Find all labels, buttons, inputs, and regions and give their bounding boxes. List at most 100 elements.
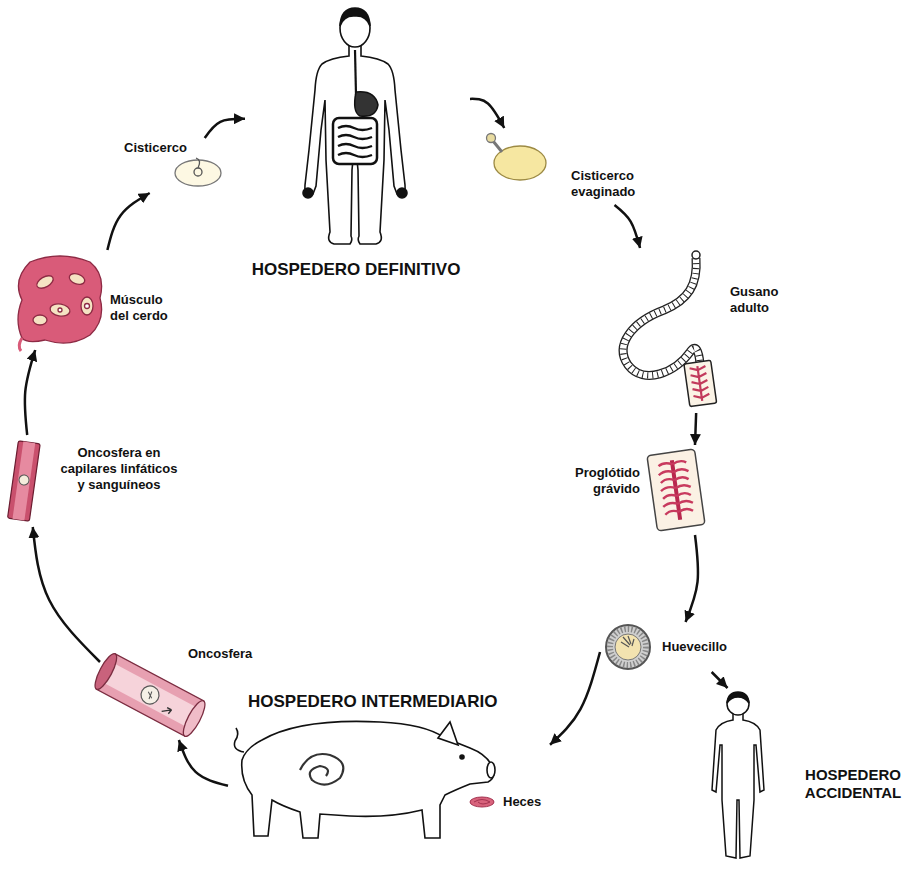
stage-label: Proglótido grávido: [560, 465, 640, 497]
cysticercus: [175, 160, 221, 186]
stage-label: Heces: [503, 794, 541, 810]
egg: [606, 625, 650, 669]
cycle-arrow: [712, 672, 728, 688]
cycle-arrow: [686, 535, 699, 622]
parasite-stage: Cisticerco: [120, 138, 230, 193]
stage-label: Gusano adulto: [730, 284, 796, 316]
digestive-tract: [333, 50, 378, 164]
parasite-stage: Oncosfera en capilares linfáticos y sang…: [5, 435, 190, 527]
cysticercus: [175, 158, 221, 186]
parasite-stage: Gusano adulto: [612, 248, 799, 413]
intestine-tube: [138, 683, 162, 707]
pig: [242, 721, 494, 838]
pig-muscle: [19, 338, 22, 351]
cysticercus: [194, 168, 202, 176]
egg: [615, 634, 641, 660]
host-stage: HOSPEDERO DEFINITIVO: [245, 2, 470, 287]
adult-worm: [623, 258, 700, 375]
human-figure: [340, 9, 370, 47]
stage-label: Oncosfera: [188, 646, 258, 662]
egg: [621, 636, 634, 647]
human-figure: [303, 8, 407, 244]
host-stage: HOSPEDERO ACCIDENTAL: [700, 688, 912, 863]
capillary: [18, 474, 29, 485]
cycle-arrow: [615, 205, 641, 248]
cycle-arrow: [25, 350, 35, 435]
cycle-arrow: [107, 193, 149, 250]
human-figure: [305, 44, 405, 244]
host-title: HOSPEDERO INTERMEDIARIO: [248, 692, 538, 713]
capillary: [8, 441, 41, 521]
parasite-stage: Proglótido grávido: [560, 445, 710, 535]
digestive-tract: [355, 50, 356, 95]
parasite-stage: Huevecillo: [600, 622, 745, 672]
adult-worm: [684, 360, 717, 406]
egg: [610, 629, 646, 665]
adult-worm: [623, 258, 700, 375]
pig-muscle: [33, 315, 47, 325]
parasite-stage: Músculo del cerdo: [15, 250, 183, 350]
pig-muscle: [85, 304, 90, 309]
human-figure: [340, 8, 370, 26]
evaginated-cyst: [493, 141, 502, 152]
pig-muscle: [18, 256, 102, 343]
human-figure: [727, 692, 749, 703]
capillary: [12, 442, 35, 521]
intestine-tube: [101, 662, 200, 728]
stage-label: Músculo del cerdo: [110, 292, 180, 324]
pig: [487, 762, 495, 778]
evaginated-cyst: [487, 134, 547, 181]
intestine-tube: [179, 698, 208, 739]
stage-label: Cisticerco evaginado: [571, 168, 653, 200]
host-title: HOSPEDERO ACCIDENTAL: [800, 766, 906, 803]
gravid-proglottid: [647, 449, 705, 531]
human-figure: [397, 188, 407, 198]
adult-worm: [684, 360, 717, 406]
gravid-proglottid: [647, 449, 705, 531]
pig: [300, 754, 343, 785]
human-figure: [303, 188, 313, 198]
cycle-arrow: [695, 413, 696, 445]
adult-worm: [689, 365, 710, 402]
egg: [606, 625, 650, 669]
pig: [234, 721, 495, 838]
host-title: HOSPEDERO DEFINITIVO: [245, 260, 467, 281]
cycle-arrow: [470, 99, 504, 128]
host-stage: HOSPEDERO INTERMEDIARIO: [228, 690, 550, 842]
intestine-tube: [91, 651, 209, 739]
pig-muscle: [49, 302, 71, 317]
gravid-proglottid: [657, 460, 694, 515]
pig: [460, 755, 464, 759]
adult-worm: [692, 251, 700, 259]
intestine-tube: [162, 706, 172, 715]
parasite-stage: Cisticerco evaginado: [485, 128, 660, 205]
digestive-tract: [338, 126, 372, 157]
pig-muscle: [18, 256, 102, 351]
human-figure: [712, 692, 764, 858]
pig-muscle: [81, 297, 93, 315]
evaginated-cyst: [487, 134, 496, 143]
cysticercus: [196, 158, 200, 168]
cycle-arrow: [33, 527, 100, 662]
stage-label: Huevecillo: [662, 639, 742, 655]
feces: [470, 797, 494, 807]
stage-label: Oncosfera en capilares linfáticos y sang…: [57, 445, 181, 493]
pig: [438, 722, 458, 745]
digestive-tract: [333, 118, 377, 164]
human-figure: [712, 713, 764, 858]
adult-worm: [623, 258, 700, 375]
cycle-arrow: [550, 652, 600, 745]
cycle-arrow: [179, 740, 228, 786]
pig: [234, 728, 244, 752]
pig-muscle: [68, 272, 86, 287]
adult-worm: [623, 251, 716, 407]
cycle-arrow: [205, 119, 245, 138]
pig-muscle: [35, 273, 56, 291]
parasite-stage: Oncosfera: [100, 640, 261, 740]
capillary: [8, 441, 41, 521]
